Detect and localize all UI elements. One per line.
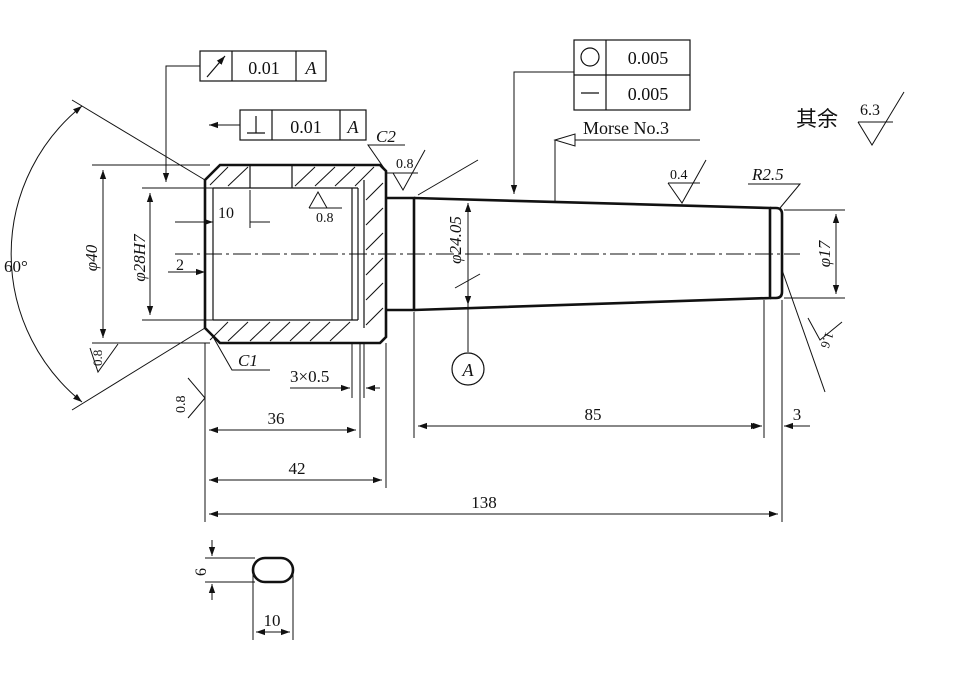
- dia17-label: φ17: [815, 239, 834, 267]
- perpendicularity-frame: 0.01 A: [209, 109, 367, 141]
- roughness-left-face: 0.8: [174, 377, 206, 419]
- roughness-inner-bore-value: 0.8: [316, 211, 334, 226]
- section-hatching: [209, 166, 384, 342]
- keyhole-width-label: 10: [264, 611, 281, 630]
- runout-frame: 0.01 A: [162, 50, 327, 182]
- chamfer-c1-label: C1: [238, 351, 258, 370]
- general-roughness-label: 其余: [796, 107, 838, 131]
- general-roughness: 其余 6.3: [796, 91, 905, 146]
- perpendicularity-tolerance: 0.01: [290, 117, 322, 137]
- runout-datum: A: [305, 58, 318, 78]
- length-dimensions: 36 42 85 3 138: [204, 300, 810, 522]
- morse-label: Morse No.3: [583, 118, 669, 138]
- slot-depth-dimension: 10: [175, 190, 270, 228]
- roughness-bore-face: 0.8: [385, 149, 426, 192]
- shaft-outline: [203, 163, 784, 345]
- roughness-taper: 0.4: [667, 159, 707, 204]
- groove-label: 3×0.5: [290, 367, 329, 386]
- runout-arrow-icon: [206, 55, 226, 78]
- straightness-tolerance: 0.005: [628, 84, 669, 104]
- len138-label: 138: [471, 493, 497, 512]
- radius-label: R2.5: [751, 165, 784, 184]
- slot-outline: [251, 556, 295, 584]
- dia40-dimension: φ40: [82, 164, 210, 344]
- roughness-taper-60: 0.8: [89, 343, 119, 374]
- slot-width-label: 2: [176, 257, 184, 274]
- dia24-label: φ24.05: [446, 216, 465, 264]
- slot-width-dimension: 2: [168, 257, 205, 276]
- chamfer-c1: C1: [211, 334, 270, 371]
- chamfer-c2-label: C2: [376, 127, 396, 146]
- roughness-inner-bore: 0.8: [308, 190, 342, 226]
- perpendicularity-datum: A: [347, 117, 360, 137]
- datum-a-circle: [451, 352, 485, 386]
- slot-depth-label: 10: [218, 205, 234, 222]
- chamfer-c2: C2: [367, 127, 405, 172]
- morse-taper-note: Morse No.3: [553, 118, 700, 202]
- circularity-tolerance: 0.005: [628, 48, 669, 68]
- general-roughness-value: 6.3: [860, 102, 880, 119]
- len42-label: 42: [289, 459, 306, 478]
- roughness-taper-value: 0.4: [670, 168, 688, 183]
- len85-label: 85: [585, 405, 602, 424]
- len36-label: 36: [268, 409, 285, 428]
- keyhole-height-label: 6: [193, 568, 210, 576]
- runout-tolerance: 0.01: [248, 58, 280, 78]
- angle-60-dimension: 60°: [4, 99, 206, 411]
- datum-a-label: A: [462, 360, 475, 380]
- radius-dimension: R2.5: [748, 165, 802, 209]
- dia17-dimension: φ17: [784, 209, 845, 299]
- len3-label: 3: [793, 405, 802, 424]
- roughness-left-face-value: 0.8: [174, 396, 189, 414]
- angle-60-label: 60°: [4, 257, 28, 276]
- dia28-dimension: φ28H7: [130, 187, 213, 321]
- circularity-icon: [580, 47, 600, 67]
- roughness-taper-60-value: 0.8: [90, 350, 105, 366]
- dia28-label: φ28H7: [130, 233, 149, 282]
- roughness-end-face: 1.6: [781, 269, 843, 393]
- form-tolerance-frame: 0.005 0.005: [510, 39, 691, 194]
- groove-dimension: 3×0.5: [290, 343, 380, 398]
- dia40-label: φ40: [82, 244, 101, 271]
- roughness-bore-face-value: 0.8: [396, 157, 414, 172]
- perpendicular-icon: [247, 116, 265, 134]
- slot-detail-view: 6 10: [193, 540, 295, 640]
- roughness-end-face-value: 1.6: [817, 330, 837, 351]
- dia24-dimension: φ24.05 A: [417, 159, 485, 386]
